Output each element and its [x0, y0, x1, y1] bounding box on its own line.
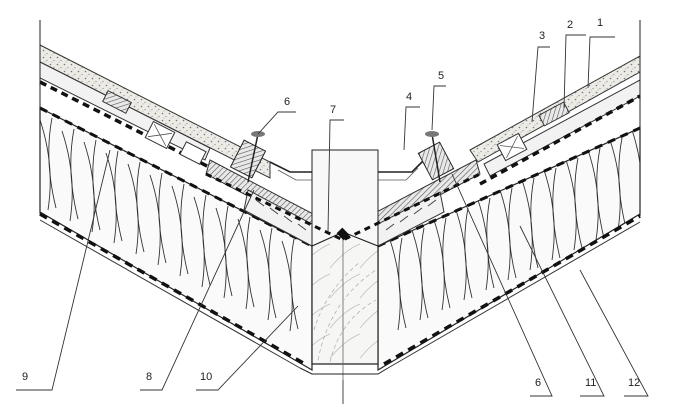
left-batten-upper: [102, 90, 132, 114]
callout-6-top: 6: [284, 96, 291, 108]
leader-5: [431, 85, 446, 131]
leader-10: [196, 305, 299, 391]
callout-8: 8: [146, 371, 153, 383]
callout-10: 10: [200, 371, 213, 383]
leader-8: [140, 189, 255, 391]
right-insulation-waves: [389, 129, 640, 331]
leader-1: [587, 36, 615, 89]
left-membrane: [39, 80, 216, 172]
leader-2: [563, 34, 586, 109]
leader-11: [519, 225, 605, 397]
left-lining: [39, 212, 306, 366]
callout-4: 4: [406, 91, 413, 103]
left-valley-pad-marks: [255, 199, 307, 231]
callout-7: 7: [330, 104, 337, 116]
callout-3: 3: [539, 30, 546, 42]
right-ceiling-line: [387, 221, 641, 369]
leader-7: [327, 119, 344, 233]
right-membrane: [479, 94, 641, 186]
callout-11: 11: [585, 377, 597, 389]
left-batten-lower: [179, 141, 207, 165]
right-batten-mid-cross: [499, 135, 525, 159]
valley-ceiling: [299, 367, 389, 375]
right-vapour-layer: [377, 126, 641, 248]
left-batten-mid-cross: [147, 124, 173, 146]
left-vapour-layer: [39, 106, 313, 248]
leader-9: [16, 149, 111, 391]
leader-lines: [16, 34, 649, 404]
right-fixing-block: [417, 131, 455, 183]
leader-6-bottom: [451, 173, 553, 397]
leader-12: [579, 269, 649, 397]
valley-underlay: [205, 172, 481, 242]
callout-2: 2: [567, 19, 574, 31]
callout-6-bottom: 6: [535, 377, 542, 389]
right-valley-pad-marks: [385, 199, 437, 231]
right-batten-upper: [538, 101, 570, 127]
callout-9: 9: [22, 371, 29, 383]
callout-5: 5: [438, 70, 445, 82]
valley-rafter-rings: [313, 261, 377, 363]
leader-3: [531, 46, 550, 123]
valley-joint-marker: [336, 227, 350, 241]
leader-4: [403, 106, 420, 151]
callout-1: 1: [597, 17, 604, 29]
left-ceiling-line: [39, 219, 301, 369]
leader-6-top: [257, 111, 296, 135]
right-lining: [383, 214, 641, 366]
callout-12: 12: [628, 377, 641, 389]
